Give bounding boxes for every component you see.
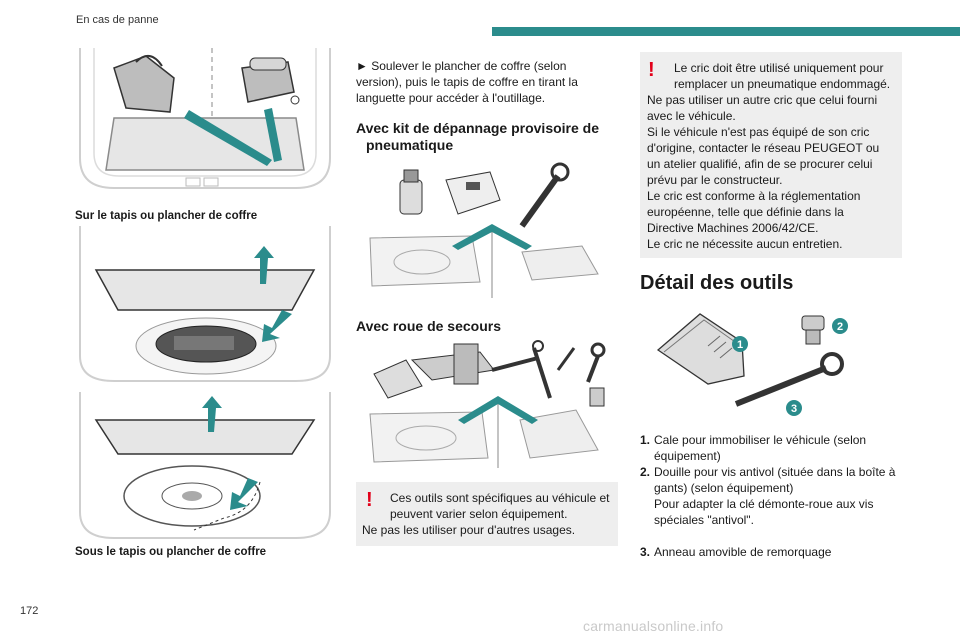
list-item: 1. Cale pour immobiliser le véhicule (se… [640,432,910,466]
under-floor-spare-wheel-illustration [74,392,336,542]
page-number: 172 [20,605,39,617]
list-line: équipement) [654,449,721,463]
list-item: 3. Anneau amovible de remorquage [640,544,910,562]
warning-line: peuvent varier selon équipement. [390,507,568,521]
warning-icon: ! [366,489,373,511]
list-line: Douille pour vis antivol (située dans la… [654,465,896,479]
callout-2: 2 [837,321,843,333]
list-line: Cale pour immobiliser le véhicule (selon [654,433,867,447]
heading-repair-kit: Avec kit de dépannage provisoire de pneu… [356,120,626,154]
section-title: En cas de panne [76,14,159,26]
list-line: Anneau amovible de remorquage [654,545,832,559]
trunk-bags-illustration [74,48,336,196]
watermark: carmanualsonline.info [583,618,724,634]
repair-kit-illustration [362,162,620,298]
warning-line: remplacer un pneumatique endommagé. [674,77,891,91]
heading-line: Avec kit de dépannage provisoire de [356,120,600,136]
warning-line: Si le véhicule n'est pas équipé de son c… [647,125,870,139]
tools-warning-box: ! Ces outils sont spécifiques au véhicul… [356,482,618,546]
warning-line: Le cric est conforme à la réglementation [647,189,861,203]
callout-1: 1 [737,339,743,351]
list-line: gants) (selon équipement) [654,481,794,495]
list-line: spéciales "antivol". [654,513,754,527]
caption-under-floor: Sous le tapis ou plancher de coffre [75,546,267,558]
warning-line: Directive Machines 2006/42/CE. [647,221,819,235]
caption-on-floor: Sur le tapis ou plancher de coffre [75,210,258,222]
list-item: 2. Douille pour vis antivol (située dans… [640,464,910,530]
intro-line: ► Soulever le plancher de coffre (selon [356,59,567,73]
header-accent-bar [492,27,960,36]
spare-wheel-tools-illustration [362,340,620,468]
warning-line: prévu par le constructeur. [647,173,783,187]
intro-paragraph: ► Soulever le plancher de coffre (selon … [356,58,626,106]
warning-icon: ! [648,59,655,81]
warning-line: Ces outils sont spécifiques au véhicule … [390,491,610,505]
warning-line: Ne pas les utiliser pour d'autres usages… [362,523,576,537]
warning-line: d'origine, contacter le réseau PEUGEOT o… [647,141,880,155]
warning-line: avec le véhicule. [647,109,736,123]
callout-3: 3 [791,403,797,415]
list-number: 2. [640,465,651,479]
trunk-floor-lift-illustration [74,226,336,386]
warning-line: Le cric doit être utilisé uniquement pou… [674,61,884,75]
warning-line: Ne pas utiliser un autre cric que celui … [647,93,878,107]
jack-warning-box: ! Le cric doit être utilisé uniquement p… [640,52,902,258]
intro-line: version), puis le tapis de coffre en tir… [356,75,578,89]
warning-line: un atelier qualifié, afin de se procurer… [647,157,873,171]
warning-line: européenne, telle que définie dans la [647,205,844,219]
intro-line: languette pour accéder à l'outillage. [356,91,546,105]
warning-line: Le cric ne nécessite aucun entretien. [647,237,843,251]
heading-line: pneumatique [366,137,454,153]
list-number: 3. [640,545,651,559]
tools-detail-heading: Détail des outils [640,272,794,294]
heading-spare-wheel: Avec roue de secours [356,318,501,334]
tools-detail-illustration: 1 2 3 [650,306,866,420]
list-line: Pour adapter la clé démonte-roue aux vis [654,497,874,511]
list-number: 1. [640,433,651,447]
